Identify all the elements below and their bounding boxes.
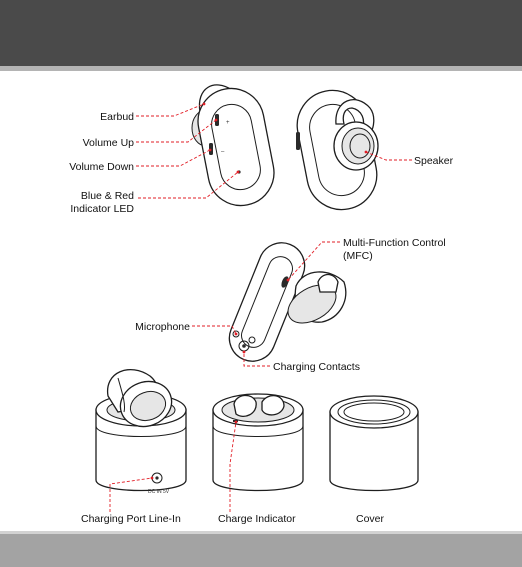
label-earbud: Earbud xyxy=(100,111,134,123)
label-volume-up: Volume Up xyxy=(83,137,135,149)
charger-cover xyxy=(330,396,418,491)
label-microphone: Microphone xyxy=(135,321,190,333)
label-charging-contacts: Charging Contacts xyxy=(273,361,360,373)
label-charging-port: Charging Port Line-In xyxy=(81,513,181,525)
svg-text:DC IN 5V: DC IN 5V xyxy=(148,489,170,495)
charger-with-headset: DC IN 5V xyxy=(96,370,186,495)
label-cover: Cover xyxy=(356,513,385,525)
headset-angled-view xyxy=(222,236,345,368)
label-charge-indicator: Charge Indicator xyxy=(218,513,296,525)
footer-stripe xyxy=(0,531,522,534)
charger-open xyxy=(213,394,303,491)
footer-bar xyxy=(0,531,522,567)
label-speaker: Speaker xyxy=(414,155,454,167)
label-volume-down: Volume Down xyxy=(69,161,134,173)
label-mfc-line2: (MFC) xyxy=(343,250,373,262)
svg-text:+: + xyxy=(226,120,230,126)
label-led-line2: Indicator LED xyxy=(70,203,134,215)
headset-back-view xyxy=(291,84,383,215)
headset-front-view: + – xyxy=(192,83,280,211)
label-led-line1: Blue & Red xyxy=(81,190,134,202)
label-mfc-line1: Multi-Function Control xyxy=(343,237,446,249)
